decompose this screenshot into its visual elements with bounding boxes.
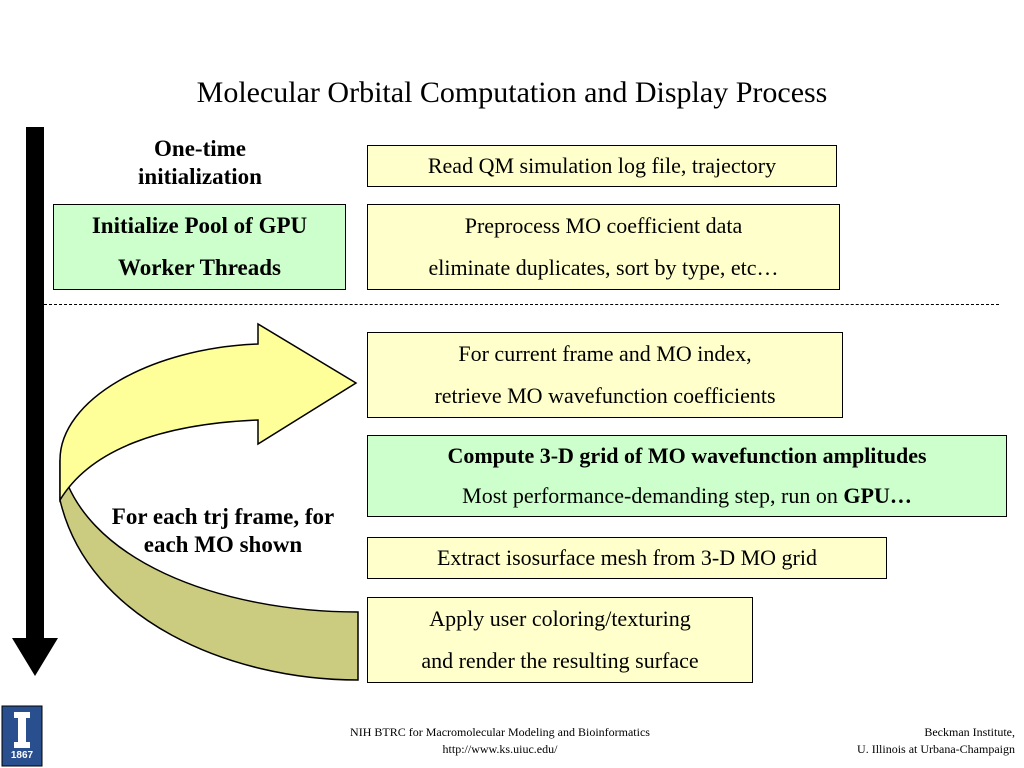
- read-log-box: Read QM simulation log file, trajectory: [367, 145, 837, 187]
- render-line1: Apply user coloring/texturing: [429, 606, 691, 631]
- compute-line2-gpu: GPU…: [843, 483, 912, 508]
- footer-center-line2: http://www.ks.uiuc.edu/: [442, 742, 558, 756]
- retrieve-box: For current frame and MO index, retrieve…: [367, 332, 843, 418]
- university-logo: [1, 705, 43, 767]
- retrieve-line1: For current frame and MO index,: [458, 341, 752, 366]
- section-divider: [44, 304, 999, 305]
- one-time-label: One-time initialization: [100, 135, 300, 191]
- init-pool-box: Initialize Pool of GPU Worker Threads: [53, 204, 346, 290]
- footer-right-line2: U. Illinois at Urbana-Champaign: [857, 742, 1015, 756]
- one-time-label-line1: One-time: [154, 136, 246, 161]
- footer-center: NIH BTRC for Macromolecular Modeling and…: [290, 724, 710, 758]
- slide-title: Molecular Orbital Computation and Displa…: [196, 76, 828, 109]
- preprocess-box: Preprocess MO coefficient data eliminate…: [367, 204, 840, 290]
- timeline-arrow-shaft: [26, 127, 44, 640]
- extract-line1: Extract isosurface mesh from 3-D MO grid: [436, 545, 817, 570]
- footer-right: Beckman Institute, U. Illinois at Urbana…: [760, 724, 1015, 758]
- compute-line2-prefix: Most performance-demanding step, run on: [462, 483, 844, 508]
- footer-right-line1: Beckman Institute,: [924, 725, 1015, 739]
- init-pool-line2: Worker Threads: [118, 255, 281, 280]
- loop-arrow-lower: [59, 459, 359, 681]
- timeline-arrow-head: [12, 638, 58, 676]
- loop-label-line2: each MO shown: [143, 532, 303, 557]
- preprocess-line1: Preprocess MO coefficient data: [464, 213, 743, 238]
- render-line2: and render the resulting surface: [421, 648, 699, 673]
- retrieve-line2: retrieve MO wavefunction coefficients: [434, 383, 776, 408]
- compute-box: Compute 3-D grid of MO wavefunction ampl…: [367, 435, 1007, 517]
- init-pool-line1: Initialize Pool of GPU: [91, 213, 308, 238]
- loop-arrow-upper: [59, 322, 358, 503]
- logo-year: 1867: [10, 750, 34, 761]
- render-box: Apply user coloring/texturing and render…: [367, 597, 753, 683]
- one-time-label-line2: initialization: [138, 164, 262, 189]
- loop-label: For each trj frame, for each MO shown: [78, 503, 368, 559]
- extract-box: Extract isosurface mesh from 3-D MO grid: [367, 537, 887, 579]
- compute-line2: Most performance-demanding step, run on …: [368, 476, 1006, 516]
- footer-center-line1: NIH BTRC for Macromolecular Modeling and…: [350, 725, 650, 739]
- compute-line1: Compute 3-D grid of MO wavefunction ampl…: [447, 443, 927, 468]
- loop-label-line1: For each trj frame, for: [111, 504, 335, 529]
- preprocess-line2: eliminate duplicates, sort by type, etc…: [428, 255, 779, 280]
- read-log-line1: Read QM simulation log file, trajectory: [427, 153, 777, 178]
